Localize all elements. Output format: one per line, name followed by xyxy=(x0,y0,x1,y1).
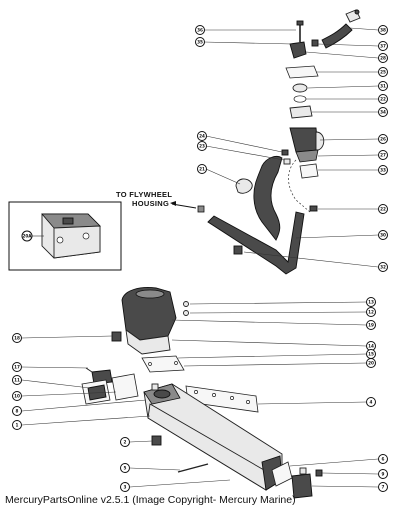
flywheel-line-1: TO FLYWHEEL xyxy=(116,190,173,199)
callout-37: 37 xyxy=(378,41,388,51)
svg-text:18: 18 xyxy=(14,336,20,341)
callout-31: 31 xyxy=(378,81,388,91)
svg-text:6: 6 xyxy=(382,457,385,462)
callout-9: 9 xyxy=(378,469,388,479)
callout-20: 20 xyxy=(366,358,376,368)
svg-text:21: 21 xyxy=(199,167,205,172)
svg-text:14: 14 xyxy=(368,344,374,349)
callout-13: 13 xyxy=(366,297,376,307)
callout-15: 15 xyxy=(366,349,376,359)
svg-text:27: 27 xyxy=(380,153,386,158)
svg-text:25: 25 xyxy=(380,70,386,75)
callout-28: 28 xyxy=(378,53,388,63)
callout-22-top: 22 xyxy=(378,94,388,104)
callout-6: 6 xyxy=(378,454,388,464)
callout-18: 18 xyxy=(12,333,22,343)
callout-21: 21 xyxy=(197,164,207,174)
svg-text:8: 8 xyxy=(16,409,19,414)
flywheel-line-2: HOUSING xyxy=(132,199,170,208)
callout-36: 36 xyxy=(195,25,205,35)
callout-7: 7 xyxy=(378,482,388,492)
callout-10: 10 xyxy=(12,391,22,401)
svg-text:5: 5 xyxy=(124,466,127,471)
svg-text:13: 13 xyxy=(368,300,374,305)
callout-30: 30 xyxy=(378,230,388,240)
callout-4: 4 xyxy=(366,397,376,407)
copyright-caption: MercuryPartsOnline v2.5.1 (Image Copyrig… xyxy=(5,494,296,506)
svg-text:20: 20 xyxy=(368,361,374,366)
callout-32: 32 xyxy=(378,262,388,272)
svg-text:30: 30 xyxy=(380,233,386,238)
upper-hardware xyxy=(170,9,361,275)
svg-text:3: 3 xyxy=(124,485,127,490)
callout-3: 3 xyxy=(120,482,130,492)
svg-text:2: 2 xyxy=(124,440,127,445)
svg-text:20A: 20A xyxy=(22,234,32,239)
leader-lines xyxy=(21,27,379,488)
svg-text:38: 38 xyxy=(380,28,386,33)
svg-text:26: 26 xyxy=(380,137,386,142)
svg-text:34: 34 xyxy=(380,110,386,115)
callout-38: 38 xyxy=(378,25,388,35)
callout-25: 25 xyxy=(378,67,388,77)
callout-12: 12 xyxy=(366,307,376,317)
callout-23-top: 23 xyxy=(197,141,207,151)
callout-22-mid: 22 xyxy=(378,204,388,214)
svg-text:37: 37 xyxy=(380,44,386,49)
svg-text:4: 4 xyxy=(370,400,373,405)
svg-text:24: 24 xyxy=(199,134,205,139)
svg-text:12: 12 xyxy=(368,310,374,315)
svg-text:33: 33 xyxy=(380,168,386,173)
callout-17: 17 xyxy=(12,362,22,372)
svg-text:11: 11 xyxy=(14,378,20,383)
callout-19: 19 xyxy=(366,320,376,330)
svg-text:22: 22 xyxy=(380,97,386,102)
callout-33: 33 xyxy=(378,165,388,175)
svg-text:32: 32 xyxy=(380,265,386,270)
svg-text:10: 10 xyxy=(14,394,20,399)
flywheel-annotation: TO FLYWHEEL HOUSING xyxy=(116,190,186,208)
lower-hardware xyxy=(81,287,323,499)
callout-8: 8 xyxy=(12,406,22,416)
callout-27: 27 xyxy=(378,150,388,160)
svg-text:31: 31 xyxy=(380,84,386,89)
svg-text:1: 1 xyxy=(16,423,19,428)
svg-text:9: 9 xyxy=(382,472,385,477)
callout-34: 34 xyxy=(378,107,388,117)
callout-5: 5 xyxy=(120,463,130,473)
callout-2: 2 xyxy=(120,437,130,447)
callout-1: 1 xyxy=(12,420,22,430)
svg-text:23: 23 xyxy=(199,144,205,149)
callout-11: 11 xyxy=(12,375,22,385)
callout-35: 35 xyxy=(195,37,205,47)
svg-text:17: 17 xyxy=(14,365,20,370)
svg-text:7: 7 xyxy=(382,485,385,490)
svg-text:15: 15 xyxy=(368,352,374,357)
callout-20a: 20A xyxy=(21,230,33,242)
svg-text:28: 28 xyxy=(380,56,386,61)
svg-text:35: 35 xyxy=(197,40,203,45)
svg-text:19: 19 xyxy=(368,323,374,328)
svg-text:22: 22 xyxy=(380,207,386,212)
svg-text:36: 36 xyxy=(197,28,203,33)
callout-24: 24 xyxy=(197,131,207,141)
inset-panel xyxy=(8,201,122,271)
callout-26: 26 xyxy=(378,134,388,144)
